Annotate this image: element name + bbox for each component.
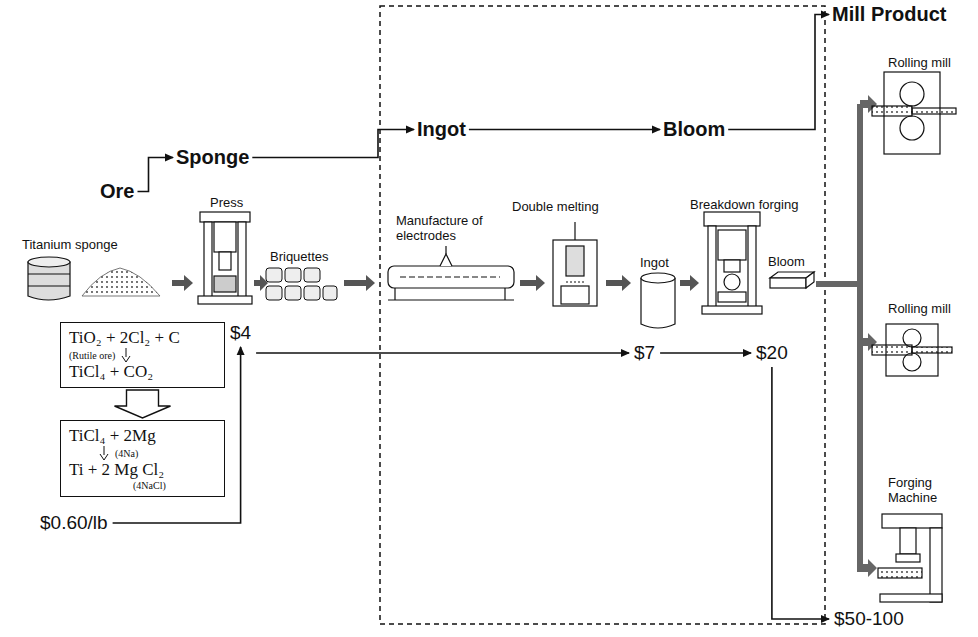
part-label: Press [210, 196, 243, 211]
part-label: Forging Machine [888, 476, 958, 506]
press [198, 212, 252, 304]
node-text: Mill Product [832, 3, 946, 26]
price-tag: $7 [632, 342, 657, 364]
reaction-formula: TiCl₄ + 2Mg [69, 426, 216, 446]
part-label: Bloom [768, 255, 805, 270]
electrode-welder [388, 246, 514, 300]
part-label: Rolling mill [888, 56, 951, 71]
vacuum-arc-furnace [553, 222, 597, 306]
rolling-mill [872, 72, 956, 154]
sponge-pile [82, 268, 160, 296]
ingot [641, 273, 675, 328]
price-tag: $0.60/lb [38, 512, 110, 534]
reagent-note: (Rutile ore) [69, 350, 115, 361]
reaction-box: TiO₂ + 2Cl₂ + C (Rutile ore)TiCl₄ + CO₂ [60, 322, 225, 388]
node-text: Ingot [417, 118, 466, 141]
reaction-arrow [99, 446, 109, 460]
rolling-mill [872, 324, 952, 376]
part-label: Briquettes [270, 250, 329, 265]
node-text: $7 [634, 342, 655, 364]
stage-heading: Ore [100, 180, 134, 203]
reagent-note: (4Na) [115, 448, 138, 459]
forging-press [702, 212, 762, 314]
briquettes [266, 268, 337, 300]
reaction-formula: Ti + 2 Mg Cl₂ [69, 460, 216, 480]
price-tag: $50-100 [832, 608, 906, 630]
reagent-note: (4NaCl) [69, 480, 216, 491]
part-label: Ingot [640, 256, 669, 271]
process-arrow [172, 275, 699, 291]
reaction-box: TiCl₄ + 2Mg (4Na)Ti + 2 Mg Cl₂(4NaCl) [60, 420, 225, 497]
node-text: Sponge [176, 146, 249, 169]
flow-connector [469, 129, 660, 131]
flow-connector [772, 367, 829, 619]
part-label: Rolling mill [888, 302, 951, 317]
dashed-region [380, 6, 825, 624]
sponge-barrel [28, 257, 70, 300]
node-text: $20 [756, 342, 788, 364]
forging-machine [878, 514, 942, 602]
bloom-block [770, 272, 814, 288]
price-tag: $20 [754, 342, 790, 364]
flow-connector [660, 352, 751, 354]
distribution-bracket [816, 95, 877, 577]
price-tag: $4 [228, 322, 253, 344]
stage-heading: Mill Product [832, 3, 946, 26]
node-text: $50-100 [834, 608, 904, 630]
node-text: $4 [230, 322, 251, 344]
part-label: Titanium sponge [22, 238, 118, 253]
stage-heading: Bloom [663, 118, 725, 141]
flow-connector [252, 130, 414, 158]
part-label: Breakdown forging [690, 198, 798, 213]
part-label: Double melting [512, 200, 599, 215]
stage-heading: Ingot [417, 118, 466, 141]
flow-connector [728, 15, 829, 130]
hollow-arrow [115, 390, 171, 418]
flow-connector [256, 352, 629, 354]
node-text: Bloom [663, 118, 725, 141]
reaction-formula: TiCl₄ + CO₂ [69, 362, 216, 382]
stage-heading: Sponge [176, 146, 249, 169]
flow-connector [138, 158, 174, 192]
part-label: Manufacture of electrodes [396, 214, 526, 244]
node-text: Ore [100, 180, 134, 203]
reaction-arrow [121, 348, 131, 362]
node-text: $0.60/lb [40, 512, 108, 534]
reaction-formula: TiO₂ + 2Cl₂ + C [69, 328, 216, 348]
